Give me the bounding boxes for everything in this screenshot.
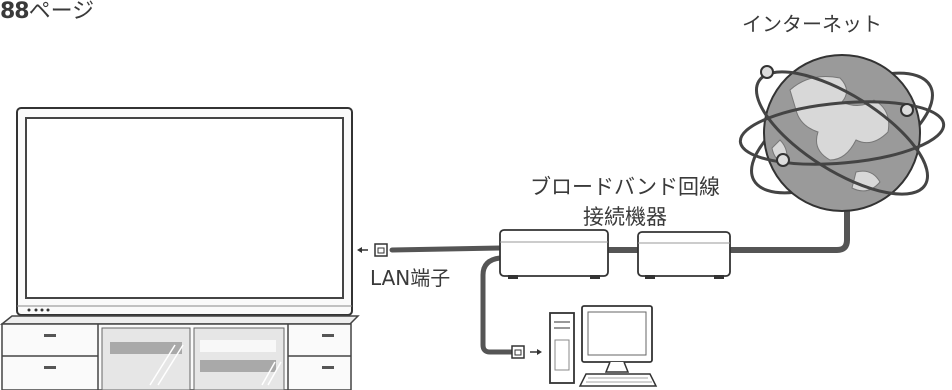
lan-port-label: LAN端子 [370,266,451,290]
tv-stand-icon [0,315,360,390]
page-suffix: ページ [28,0,95,24]
router-label: ブロードバンド回線 接続機器 [510,172,740,232]
router-label-line1: ブロードバンド回線 [529,175,721,199]
cables [389,197,850,355]
router-label-line2: 接続機器 [583,205,667,229]
lan-port-icon-pc [511,345,525,359]
internet-label: インターネット [742,12,882,36]
page-reference: 88ページ [0,0,94,25]
computer-icon [549,305,658,387]
arrow-right-icon [530,349,542,355]
cable-globe-to-modem [727,197,850,253]
lan-port-icon [374,243,388,257]
router-icon [499,229,609,279]
cable-router-to-tv [389,245,503,253]
cable-router-to-pc [480,255,515,355]
globe-icon [738,54,946,212]
tv-icon [16,107,353,316]
arrow-left-icon [357,247,368,253]
page-number: 88 [0,0,30,24]
modem-icon [637,231,731,279]
